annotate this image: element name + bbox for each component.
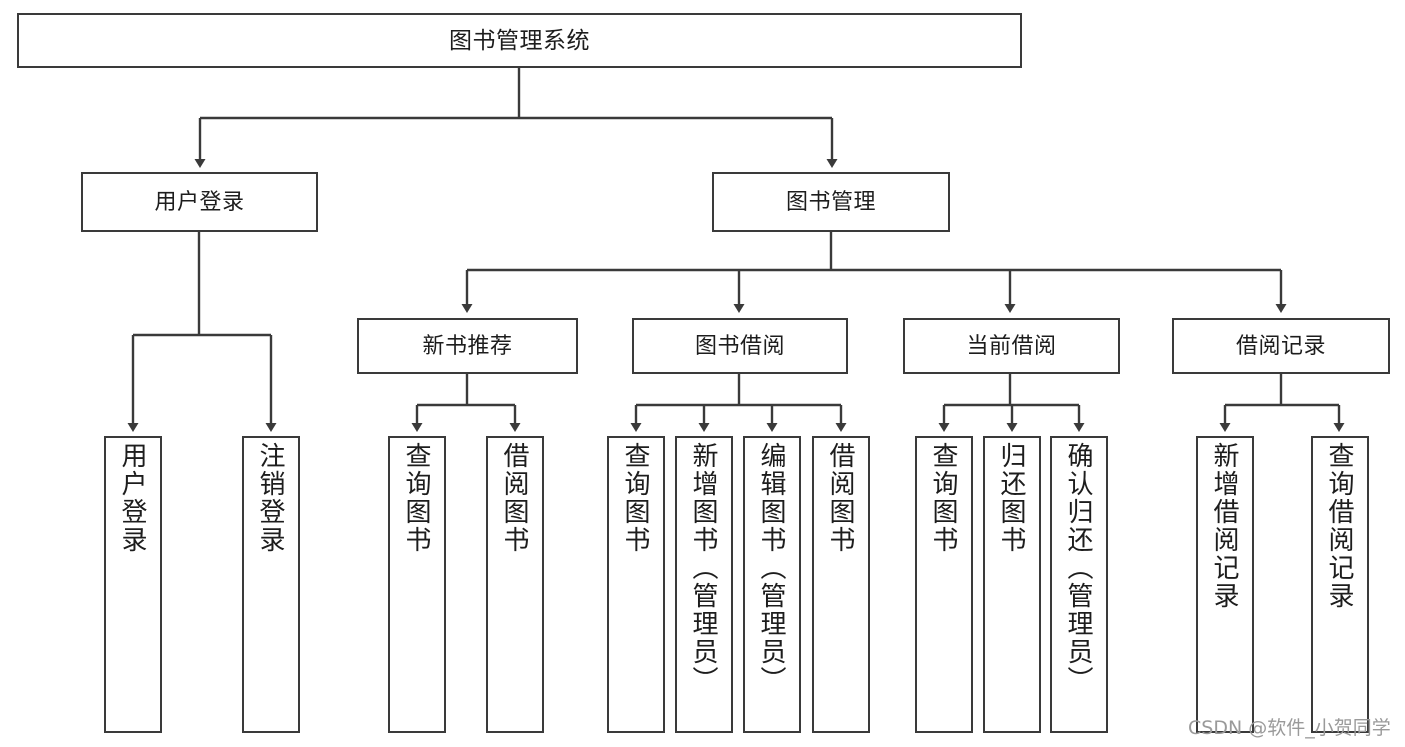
leaf-query-book-borrow[interactable]: 查询图书 — [607, 436, 665, 733]
node-label: 新书推荐 — [422, 333, 513, 359]
node-label: 注销登录 — [256, 442, 286, 554]
node-label: 归还图书 — [997, 442, 1027, 554]
leaf-edit-book-admin[interactable]: 编辑图书（管理员） — [743, 436, 801, 733]
node-book-borrow[interactable]: 图书借阅 — [632, 318, 848, 374]
node-label: 新增图书（管理员） — [689, 442, 719, 694]
leaf-query-borrow-record[interactable]: 查询借阅记录 — [1311, 436, 1369, 733]
leaf-logout[interactable]: 注销登录 — [242, 436, 300, 733]
node-label: 用户登录 — [118, 442, 148, 554]
node-label: 用户登录 — [154, 189, 245, 215]
node-label: 查询图书 — [402, 442, 432, 554]
node-borrow-record[interactable]: 借阅记录 — [1172, 318, 1390, 374]
node-label: 确认归还（管理员） — [1064, 442, 1094, 694]
node-book-management[interactable]: 图书管理 — [712, 172, 950, 232]
leaf-borrow-book-recommend[interactable]: 借阅图书 — [486, 436, 544, 733]
node-new-book-recommend[interactable]: 新书推荐 — [357, 318, 578, 374]
node-label: 图书借阅 — [694, 333, 785, 359]
leaf-confirm-return-admin[interactable]: 确认归还（管理员） — [1050, 436, 1108, 733]
node-label: 查询图书 — [621, 442, 651, 554]
leaf-borrow-book[interactable]: 借阅图书 — [812, 436, 870, 733]
node-label: 查询图书 — [929, 442, 959, 554]
node-user-login[interactable]: 用户登录 — [81, 172, 318, 232]
leaf-user-login[interactable]: 用户登录 — [104, 436, 162, 733]
node-label: 图书管理 — [785, 189, 876, 215]
node-label: 图书管理系统 — [449, 27, 590, 54]
leaf-query-book-current[interactable]: 查询图书 — [915, 436, 973, 733]
node-label: 查询借阅记录 — [1325, 442, 1355, 610]
node-label: 借阅记录 — [1235, 333, 1326, 359]
leaf-add-book-admin[interactable]: 新增图书（管理员） — [675, 436, 733, 733]
node-root[interactable]: 图书管理系统 — [17, 13, 1022, 68]
node-label: 借阅图书 — [500, 442, 530, 554]
node-current-borrow[interactable]: 当前借阅 — [903, 318, 1120, 374]
watermark: CSDN @软件_小贺同学 — [1188, 717, 1391, 739]
node-label: 编辑图书（管理员） — [757, 442, 787, 694]
leaf-add-borrow-record[interactable]: 新增借阅记录 — [1196, 436, 1254, 733]
leaf-return-book[interactable]: 归还图书 — [983, 436, 1041, 733]
node-label: 当前借阅 — [966, 333, 1057, 359]
leaf-query-book-recommend[interactable]: 查询图书 — [388, 436, 446, 733]
node-label: 借阅图书 — [826, 442, 856, 554]
node-label: 新增借阅记录 — [1210, 442, 1240, 610]
